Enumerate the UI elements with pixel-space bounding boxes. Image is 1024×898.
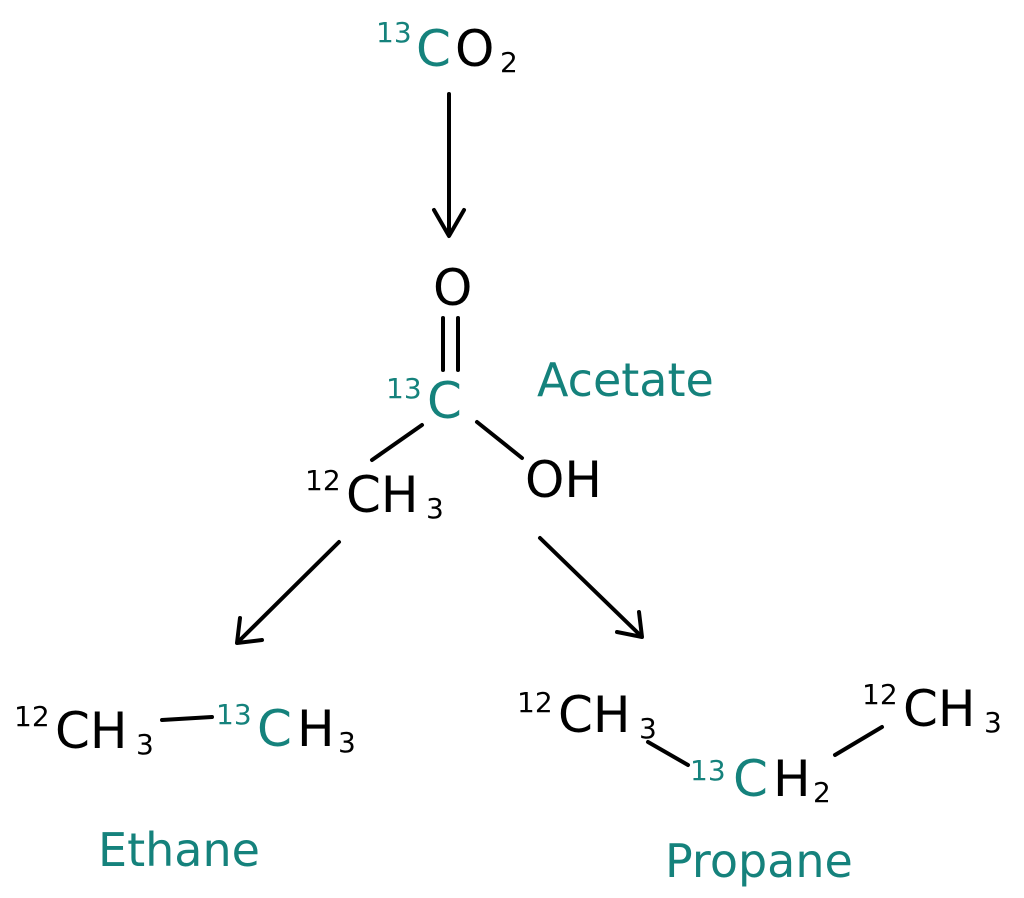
acetate-molecule: O 13 C 12 CH 3 OH Acetate [305, 259, 714, 525]
ethane-molecule: 12 CH 3 13 C H 3 Ethane [14, 698, 356, 877]
acetate-methyl-subscript: 3 [426, 492, 444, 525]
ethane-left-subscript: 3 [136, 728, 154, 761]
propane-right-methyl: CH [903, 680, 976, 738]
co2-molecule: 13 C O 2 [376, 16, 518, 79]
acetate-methyl-isotope-12: 12 [305, 464, 341, 497]
acetate-label: Acetate [537, 353, 714, 407]
propane-right-isotope-12: 12 [862, 678, 898, 711]
ethane-cc-bond [160, 715, 214, 722]
acetate-carboxyl-carbon: C [427, 372, 462, 430]
propane-right-subscript: 3 [984, 706, 1002, 739]
propane-molecule: 12 CH 3 13 C H 2 12 CH 3 Propane [517, 678, 1002, 888]
propane-mid-hydrogen: H [773, 750, 811, 808]
propane-mid-isotope-13: 13 [690, 754, 726, 787]
ethane-right-hydrogen: H [297, 700, 335, 758]
co2-oxygen: O [455, 20, 494, 78]
co2-isotope-13: 13 [376, 16, 412, 49]
propane-label: Propane [665, 834, 853, 888]
propane-bond-left [646, 740, 690, 767]
propane-mid-subscript: 2 [813, 776, 831, 809]
acetate-carbon-isotope-13: 13 [386, 372, 422, 405]
ethane-label: Ethane [98, 823, 260, 877]
propane-left-isotope-12: 12 [517, 686, 553, 719]
bond-c-hydroxyl [475, 420, 524, 460]
co2-subscript: 2 [500, 46, 518, 79]
ethane-right-subscript: 3 [338, 726, 356, 759]
ethane-left-methyl: CH [55, 702, 128, 760]
acetate-carbonyl-oxygen: O [433, 259, 472, 317]
acetate-methyl: CH [346, 466, 419, 524]
acetate-hydroxyl: OH [525, 451, 602, 509]
bond-c-methyl [370, 423, 424, 462]
arrow-acetate-to-ethane [235, 540, 341, 645]
arrow-co2-to-acetate [432, 92, 466, 238]
ethane-right-isotope-13: 13 [216, 698, 252, 731]
ethane-left-isotope-12: 12 [14, 700, 50, 733]
arrow-acetate-to-propane [538, 536, 644, 639]
ethane-right-carbon: C [257, 700, 292, 758]
co2-carbon: C [416, 20, 451, 78]
propane-left-methyl: CH [558, 686, 631, 744]
propane-mid-carbon: C [733, 750, 768, 808]
propane-bond-right [833, 725, 884, 757]
propane-left-subscript: 3 [639, 712, 657, 745]
